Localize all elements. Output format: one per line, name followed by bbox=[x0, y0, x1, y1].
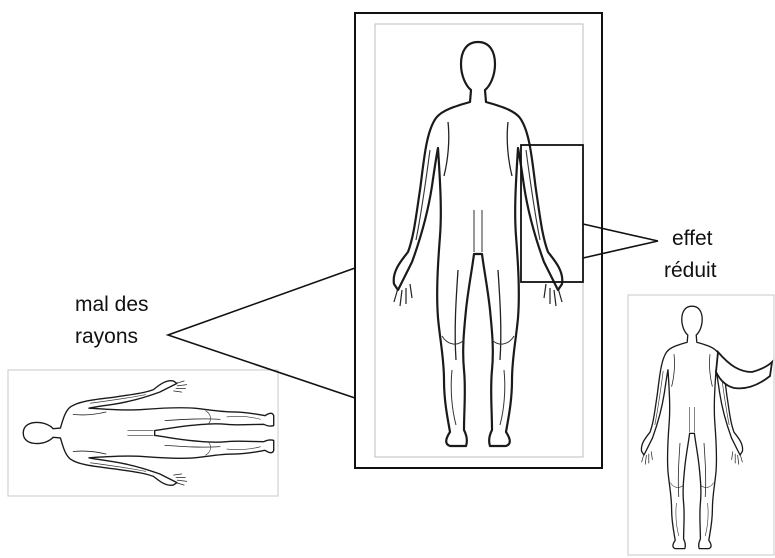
right-figure-panel bbox=[628, 295, 774, 555]
label-radiation-sickness-line2: rayons bbox=[75, 322, 138, 352]
left-figure-panel bbox=[8, 370, 278, 496]
label-reduced-effect-line2: réduit bbox=[664, 256, 717, 286]
center-figure-panel bbox=[355, 13, 602, 468]
label-reduced-effect-line1: effet bbox=[672, 224, 712, 254]
label-radiation-sickness-line1: mal des bbox=[75, 290, 149, 320]
